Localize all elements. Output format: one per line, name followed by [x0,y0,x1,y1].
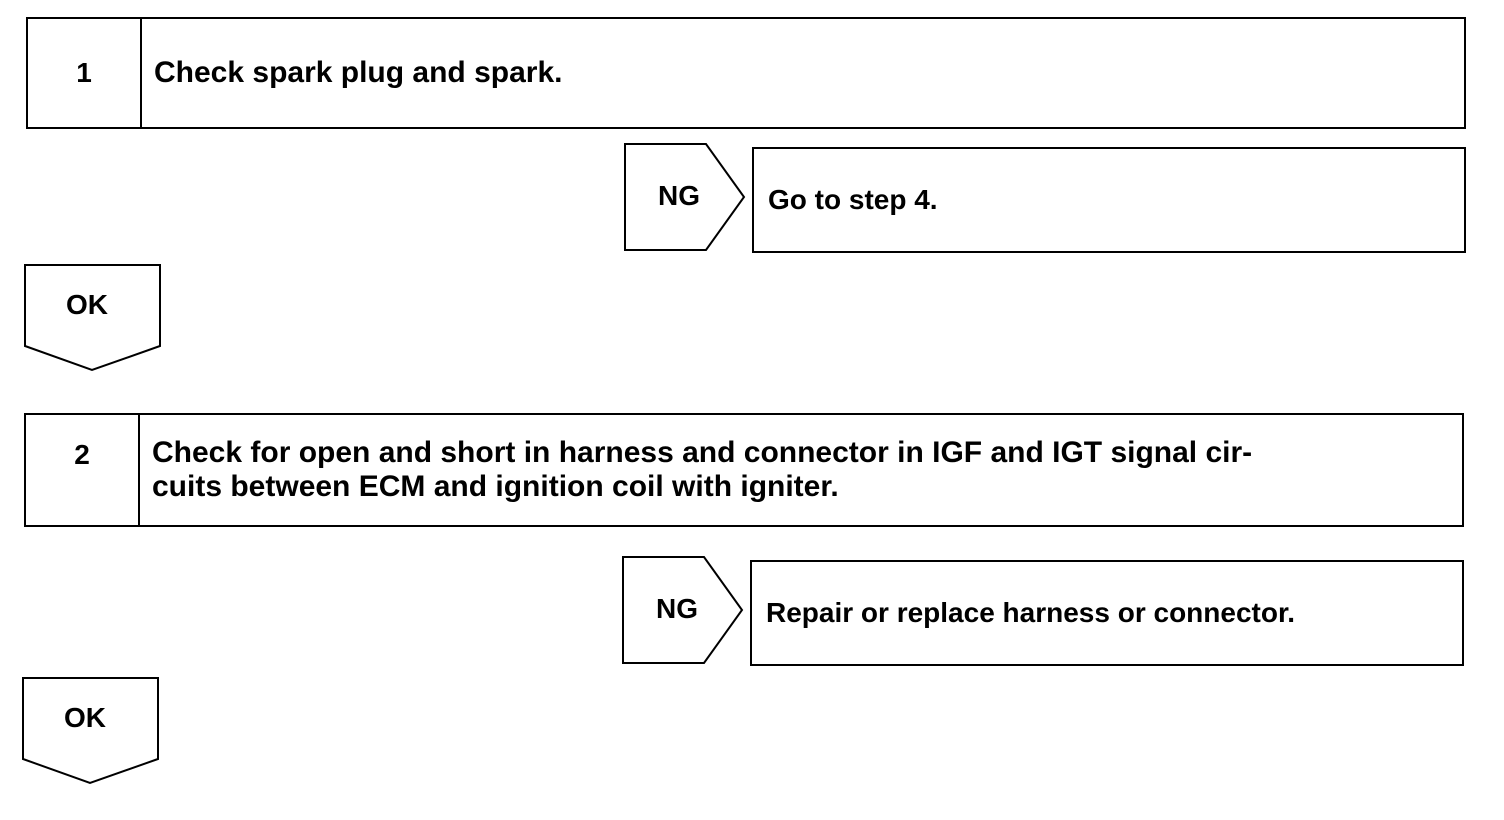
step-2-number: 2 [26,415,140,525]
step-1-ng-label: NG [658,180,700,211]
step-2-box: 2 Check for open and short in harness an… [24,413,1464,527]
step-2-instruction: Check for open and short in harness and … [140,415,1462,525]
step-2-ng-result: Repair or replace harness or connector. [750,560,1464,666]
step-2-instruction-line-1: Check for open and short in harness and … [152,436,1253,469]
step-1-ok-label: OK [66,289,108,320]
step-2-ng-arrow: NG [622,556,746,664]
step-1-number: 1 [28,19,142,127]
step-2-instruction-line-2: cuits between ECM and ignition coil with… [152,470,839,503]
step-1-ng-result: Go to step 4. [752,147,1466,253]
step-2-ng-label: NG [656,593,698,624]
step-1-ok-arrow: OK [24,264,162,372]
step-1-ng-arrow: NG [624,143,748,251]
step-1-box: 1 Check spark plug and spark. [26,17,1466,129]
step-2-ok-label: OK [64,702,106,733]
step-1-instruction: Check spark plug and spark. [154,56,563,89]
step-2-ok-arrow: OK [22,677,160,785]
